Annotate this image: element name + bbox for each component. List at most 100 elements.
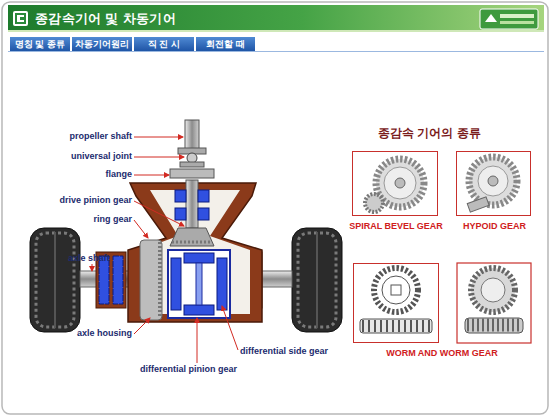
worm-gear (360, 319, 432, 333)
worm-gear-frame (465, 318, 523, 333)
propeller-shaft (180, 162, 204, 167)
leader-line (134, 137, 183, 138)
tab-button: 회전할 때 (196, 37, 256, 51)
wheel-tire (292, 228, 342, 332)
gear-caption: WORM AND WORM GEAR (354, 348, 530, 358)
leader-line (92, 264, 93, 271)
spiral-bevel-gear (365, 159, 424, 212)
propeller-shaft (185, 120, 199, 150)
spiral-bevel-gear (384, 167, 416, 199)
drive-pinion (198, 208, 209, 220)
part-label: propeller shaft (69, 131, 132, 141)
worm-gear (382, 276, 410, 304)
page-title: 종감속기어 및 차동기어 (35, 10, 176, 28)
tab-button: 차동기어원리 (72, 37, 133, 51)
propeller-shaft (170, 169, 214, 178)
part-label: axle shaft (68, 253, 110, 263)
worm-gear (360, 268, 432, 333)
worm-gear (391, 285, 401, 295)
header-bar (8, 30, 544, 32)
section-heading: 종감속 기어의 종류 (378, 125, 481, 142)
differential-case (168, 250, 230, 318)
worm-gear-frame (457, 263, 531, 343)
worm-gear (374, 268, 418, 312)
part-label: ring gear (93, 214, 132, 224)
axle-housing (99, 256, 109, 304)
differential-case (196, 263, 202, 305)
hypoid-gear (488, 176, 498, 186)
hypoid-gear (467, 157, 517, 212)
worm-gear-frame (457, 263, 531, 343)
tab-button: 명칭 및 종류 (10, 37, 71, 51)
hypoid-gear (469, 157, 517, 205)
wheel-tire (30, 228, 80, 332)
wheel-tire (54, 232, 56, 328)
logo-badge (500, 14, 534, 18)
tab-label: 명칭 및 종류 (15, 38, 65, 51)
differential-case (217, 258, 227, 310)
ring-gear (140, 240, 162, 320)
part-label: drive pinion gear (59, 195, 132, 205)
axle-housing (113, 256, 123, 304)
logo-badge (480, 9, 538, 29)
drive-pinion (170, 228, 214, 246)
header-bar (8, 5, 544, 32)
differential-case (171, 258, 181, 310)
gear-caption: HYPOID GEAR (452, 221, 537, 231)
tab-button: 직 진 시 (134, 37, 195, 51)
logo-badge (500, 21, 534, 24)
gear-frame: WORM AND WORM GEAR (353, 263, 439, 343)
logo-badge (480, 9, 538, 29)
spiral-bevel-gear (365, 194, 383, 212)
gear-frame: HYPOID GEAR (456, 151, 531, 216)
worm-gear-frame (471, 268, 515, 312)
header-bar (16, 14, 25, 23)
part-label: universal joint (71, 151, 132, 161)
hypoid-gear (478, 166, 508, 196)
drive-pinion (175, 190, 186, 202)
propeller-shaft (170, 120, 214, 178)
wheel-tire (30, 228, 342, 332)
drive-pinion (172, 241, 212, 244)
leader-line (134, 201, 184, 226)
wheel-tire (316, 232, 318, 328)
header-bar (13, 11, 28, 26)
ring-gear (158, 242, 162, 318)
worm-gear (362, 320, 430, 332)
hypoid-gear (467, 197, 489, 212)
drive-pinion (186, 180, 198, 228)
differential-case (184, 253, 214, 263)
tab-label: 차동기어원리 (75, 38, 129, 51)
leader-line (197, 318, 198, 363)
drive-pinion (175, 208, 186, 220)
header-bar (20, 17, 25, 20)
spiral-bevel-gear (395, 178, 405, 188)
gear-frame: SPIRAL BEVEL GEAR (352, 151, 438, 216)
ring-gear (140, 240, 162, 320)
leader-line (134, 175, 169, 176)
header-bar (8, 5, 544, 32)
differential-case (184, 305, 214, 315)
worm-gear-frame (481, 278, 505, 302)
worm-gear-frame (467, 319, 521, 332)
tab-underline (8, 51, 544, 52)
part-label: flange (105, 169, 132, 179)
wheel-tire (298, 233, 336, 327)
part-label: differential side gear (240, 346, 328, 356)
leader-line (134, 318, 150, 334)
tab-label: 직 진 시 (148, 38, 180, 51)
wheel-tire (36, 233, 74, 327)
part-label: axle housing (77, 328, 132, 338)
logo-badge (485, 14, 497, 22)
leader-line (134, 220, 148, 238)
leader-line (134, 157, 184, 158)
gear-caption: SPIRAL BEVEL GEAR (341, 221, 451, 231)
leader-line (222, 306, 238, 350)
tab-label: 회전할 때 (206, 38, 245, 51)
drive-pinion (198, 190, 209, 202)
tab-underline (8, 51, 544, 52)
differential-case (168, 250, 230, 318)
part-label: differential pinion gear (140, 364, 237, 374)
